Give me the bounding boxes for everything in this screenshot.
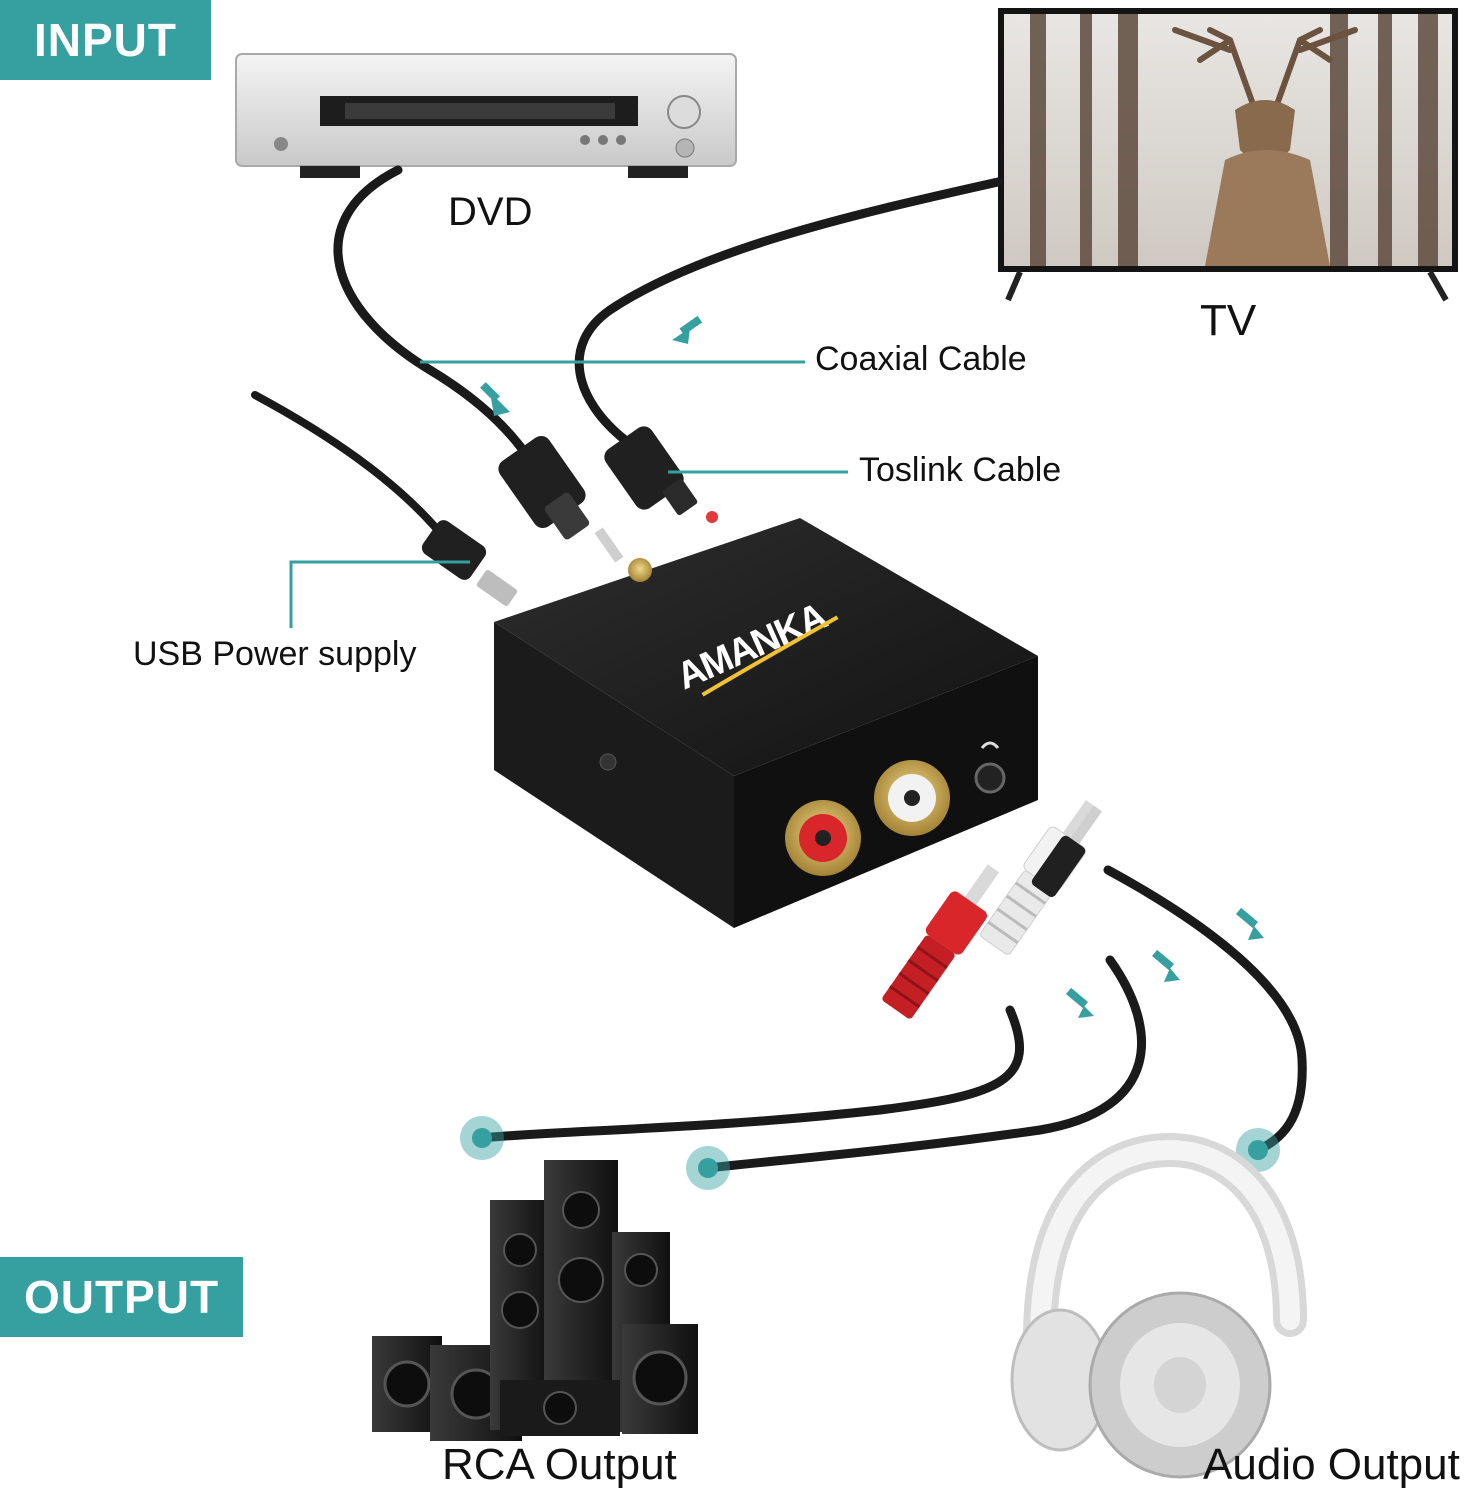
headphones-icon — [1010, 1132, 1307, 1479]
arrow-icon — [480, 315, 1264, 1018]
usb-power-label: USB Power supply — [133, 635, 417, 673]
coaxial-cable — [333, 165, 535, 465]
leader-lines — [289, 360, 848, 628]
tv-icon — [998, 8, 1458, 302]
coaxial-cable-label: Coaxial Cable — [815, 340, 1027, 378]
audio-output-label: Audio Output — [1203, 1440, 1460, 1489]
rca-red-jack — [785, 800, 861, 876]
converter-box-icon: AMANKA — [494, 518, 1038, 928]
rca-red-plug — [882, 864, 1000, 1019]
rca-red-cable — [477, 1005, 1024, 1143]
toslink-cable — [574, 177, 1003, 445]
dvd-player-icon — [235, 53, 737, 178]
audio-cable — [1103, 865, 1307, 1155]
audio-jack-plug — [1031, 805, 1102, 898]
usb-cable — [251, 391, 454, 549]
rca-output-label: RCA Output — [442, 1440, 677, 1489]
dvd-label: DVD — [448, 190, 533, 234]
coaxial-plug — [498, 435, 624, 563]
speaker-system-icon — [372, 1160, 698, 1441]
usb-plug — [421, 520, 518, 606]
input-tag: INPUT — [0, 0, 211, 80]
rca-white-jack — [874, 760, 950, 836]
output-cables — [477, 865, 1307, 1173]
rca-white-cable — [703, 955, 1146, 1173]
output-tag: OUTPUT — [0, 1257, 243, 1337]
toslink-cable-label: Toslink Cable — [859, 451, 1062, 489]
input-cables — [251, 165, 1003, 549]
toslink-plug — [604, 426, 718, 523]
tv-label: TV — [1200, 296, 1257, 345]
